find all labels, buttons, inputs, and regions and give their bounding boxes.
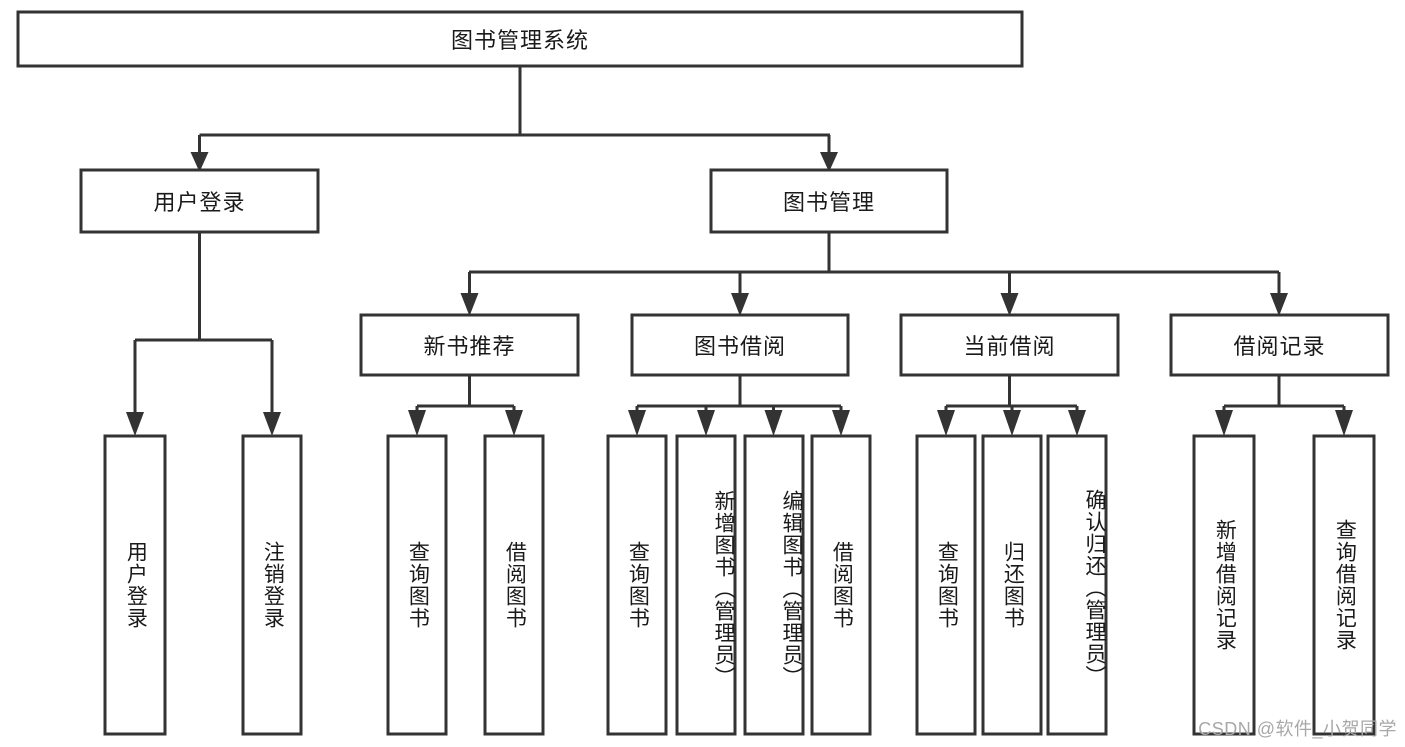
node-box-leaf-user-logout[interactable] [241, 434, 303, 736]
node-box-leaf-borrow-book[interactable] [810, 434, 872, 736]
node-box-book-manage[interactable] [709, 168, 949, 234]
node-box-current-borrow[interactable] [899, 313, 1120, 377]
arrow-head-leaf-borrow-book [832, 410, 850, 436]
node-box-user-login[interactable] [79, 168, 320, 234]
node-box-leaf-confirm-return-admin[interactable] [1046, 434, 1108, 736]
arrow-head-leaf-return-book [1003, 410, 1021, 436]
node-box-leaf-user-login[interactable] [103, 434, 167, 736]
arrow-head-borrow-record [1270, 293, 1288, 316]
arrow-head-book-borrow [731, 293, 749, 316]
node-box-borrow-record[interactable] [1169, 313, 1390, 377]
arrow-head-leaf-query-book-rec [408, 410, 426, 436]
node-box-leaf-borrow-book-rec[interactable] [483, 434, 545, 736]
arrow-head-leaf-add-borrow-record [1215, 410, 1233, 436]
arrow-head-leaf-confirm-return-admin [1068, 410, 1086, 436]
arrow-head-current-borrow [1000, 293, 1019, 316]
arrow-head-user-login [190, 152, 209, 172]
node-box-leaf-return-book[interactable] [981, 434, 1043, 736]
node-box-root[interactable] [16, 10, 1024, 68]
watermark-text: CSDN @软件_小贺同学 [1198, 719, 1397, 739]
node-box-leaf-add-borrow-record[interactable] [1192, 434, 1256, 736]
node-box-book-borrow[interactable] [630, 313, 850, 377]
arrow-head-leaf-edit-book-admin [764, 410, 783, 436]
node-box-leaf-query-book-rec[interactable] [386, 434, 448, 736]
node-box-new-book-recommend[interactable] [359, 313, 580, 377]
node-layer [16, 10, 1390, 736]
arrow-head-new-book-recommend [460, 293, 479, 316]
node-box-leaf-query-book-borrow[interactable] [606, 434, 668, 736]
arrow-head-leaf-query-borrow-record [1335, 410, 1353, 436]
node-box-leaf-query-book-current[interactable] [915, 434, 977, 736]
node-box-leaf-query-borrow-record[interactable] [1312, 434, 1376, 736]
node-box-leaf-add-book-admin[interactable] [675, 434, 737, 736]
arrow-head-leaf-query-book-current [937, 410, 955, 436]
arrow-head-leaf-borrow-book-rec [505, 410, 523, 436]
arrow-head-book-manage [820, 152, 838, 172]
arrow-head-leaf-user-logout [263, 412, 281, 436]
arrow-head-leaf-query-book-borrow [628, 410, 646, 436]
arrow-head-leaf-add-book-admin [697, 410, 715, 436]
connector-layer [126, 66, 1353, 436]
arrow-head-leaf-user-login [126, 412, 144, 436]
node-box-leaf-edit-book-admin[interactable] [743, 434, 805, 736]
